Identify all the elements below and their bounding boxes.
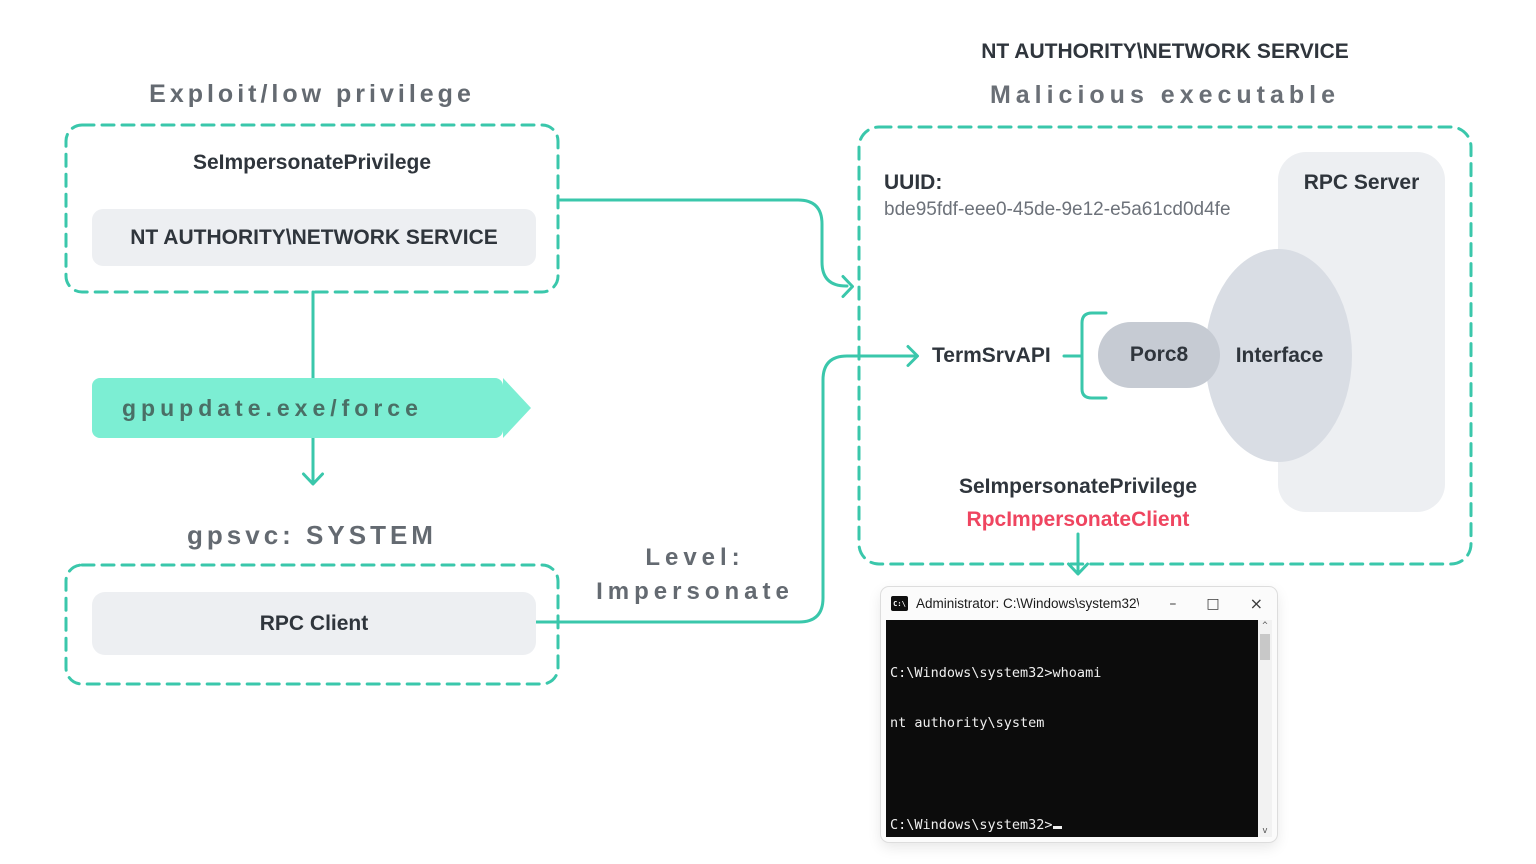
malicious-executable-subtitle: Malicious executable	[989, 81, 1341, 109]
interface-label: Interface	[1235, 344, 1324, 367]
arrowhead-right-icon	[841, 275, 854, 298]
scroll-down-icon[interactable]: v	[1262, 826, 1268, 836]
scrollbar-thumb[interactable]	[1260, 634, 1270, 660]
network-service-chip: NT AUTHORITY\NETWORK SERVICE	[92, 209, 536, 266]
porc8-pill: Porc8	[1098, 322, 1220, 388]
level-label-line1: Level:	[645, 544, 745, 571]
scroll-up-icon[interactable]: ^	[1262, 621, 1268, 631]
gpupdate-command-banner: gpupdate.exe/force	[92, 378, 531, 438]
level-label-line2: Impersonate	[596, 578, 794, 605]
close-button[interactable]: ×	[1249, 593, 1263, 613]
arrowhead-down-icon	[302, 472, 324, 486]
arrow-exploit-to-malicious	[558, 198, 849, 288]
rpc-impersonate-client-label: RpcImpersonateClient	[966, 508, 1190, 531]
arrowhead-right-icon	[906, 345, 919, 367]
terminal-prompt: C:\Windows\system32>	[890, 816, 1053, 833]
level-impersonate-label: Level: Impersonate	[545, 541, 845, 609]
cmd-icon: C:\	[891, 596, 908, 611]
se-impersonate-privilege-label-right: SeImpersonatePrivilege	[958, 475, 1198, 498]
cmd-icon-glyph: C:\	[893, 599, 906, 608]
bracket-icon	[1080, 311, 1108, 400]
arrow-client-to-termsrv	[534, 354, 916, 624]
terminal-line: nt authority\system	[890, 714, 1045, 731]
terminal-scrollbar[interactable]: ^ v	[1258, 620, 1272, 837]
terminal-title: Administrator: C:\Windows\system32\c...	[916, 596, 1140, 611]
interface-ellipse-shape	[1205, 249, 1352, 462]
terminal-cursor	[1052, 814, 1062, 829]
gpsvc-system-label: gpsvc: SYSTEM	[187, 520, 437, 550]
uuid-value: bde95fdf-eee0-45de-9e12-e5a61cd0d4fe	[884, 199, 1231, 220]
se-impersonate-privilege-label: SeImpersonatePrivilege	[192, 151, 432, 174]
network-service-title: NT AUTHORITY\NETWORK SERVICE	[981, 40, 1349, 63]
malicious-exe-box-border	[857, 125, 1473, 566]
rpc-client-box-border	[64, 563, 560, 686]
terminal-titlebar[interactable]: C:\ Administrator: C:\Windows\system32\c…	[881, 587, 1277, 620]
terminal-line: C:\Windows\system32>whoami	[890, 665, 1102, 681]
termsrvapi-label: TermSrvAPI	[932, 344, 1051, 367]
exploit-title: Exploit/low privilege	[149, 80, 475, 108]
exploit-box-border	[64, 123, 560, 294]
terminal-prompt-line: C:\Windows\system32>	[890, 814, 1254, 834]
arrowhead-down-icon	[1067, 562, 1089, 576]
rpc-server-label: RPC Server	[1303, 171, 1420, 194]
terminal-line	[890, 764, 1254, 781]
maximize-button[interactable]: □	[1206, 595, 1220, 612]
rpc-client-chip: RPC Client	[92, 592, 536, 655]
minimize-button[interactable]: –	[1169, 595, 1177, 612]
uuid-label: UUID:	[884, 171, 943, 194]
terminal-console[interactable]: C:\Windows\system32>whoami nt authority\…	[886, 620, 1258, 837]
terminal-window: C:\ Administrator: C:\Windows\system32\c…	[881, 587, 1277, 842]
